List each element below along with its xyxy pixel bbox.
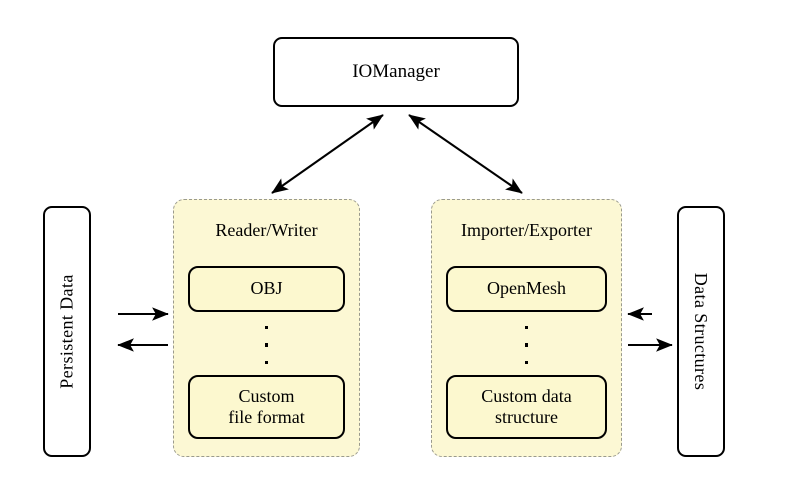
item-obj[interactable]: OBJ bbox=[188, 266, 345, 312]
panel-importer-exporter[interactable]: Importer/Exporter OpenMesh Custom data s… bbox=[431, 199, 622, 457]
dot-icon bbox=[264, 360, 269, 364]
dot-icon bbox=[524, 343, 529, 347]
panel-importer-exporter-title: Importer/Exporter bbox=[461, 220, 592, 240]
node-data-structures-label: Data Structures bbox=[691, 272, 712, 391]
item-custom-file-format-line1: Custom bbox=[238, 385, 295, 406]
node-iomanager[interactable]: IOManager bbox=[273, 37, 519, 107]
item-openmesh-label: OpenMesh bbox=[487, 278, 566, 299]
dot-icon bbox=[524, 326, 529, 330]
item-custom-data-structure-label: Custom data structure bbox=[481, 386, 572, 428]
node-persistent-data-label: Persistent Data bbox=[56, 274, 77, 389]
node-data-structures[interactable]: Data Structures bbox=[677, 206, 725, 457]
panel-reader-writer-title: Reader/Writer bbox=[215, 220, 318, 240]
item-custom-file-format-line2: file format bbox=[228, 407, 305, 427]
panel-reader-writer[interactable]: Reader/Writer OBJ Custom file format bbox=[173, 199, 360, 457]
arrow-manager-importerexporter bbox=[408, 114, 523, 194]
node-persistent-data[interactable]: Persistent Data bbox=[43, 206, 91, 457]
item-openmesh[interactable]: OpenMesh bbox=[446, 266, 607, 312]
item-custom-file-format[interactable]: Custom file format bbox=[188, 375, 345, 439]
item-custom-data-structure-line1: Custom data bbox=[481, 385, 572, 406]
item-obj-label: OBJ bbox=[250, 278, 283, 299]
dot-icon bbox=[264, 343, 269, 347]
item-custom-data-structure[interactable]: Custom data structure bbox=[446, 375, 607, 439]
ellipsis-icon-reader-writer bbox=[174, 326, 359, 364]
ellipsis-icon-importer-exporter bbox=[432, 326, 621, 364]
dot-icon bbox=[524, 360, 529, 364]
item-custom-data-structure-line2: structure bbox=[495, 407, 558, 427]
node-iomanager-label: IOManager bbox=[352, 61, 440, 82]
dot-icon bbox=[264, 326, 269, 330]
arrow-manager-readerwriter bbox=[271, 114, 384, 194]
item-custom-file-format-label: Custom file format bbox=[228, 386, 304, 428]
